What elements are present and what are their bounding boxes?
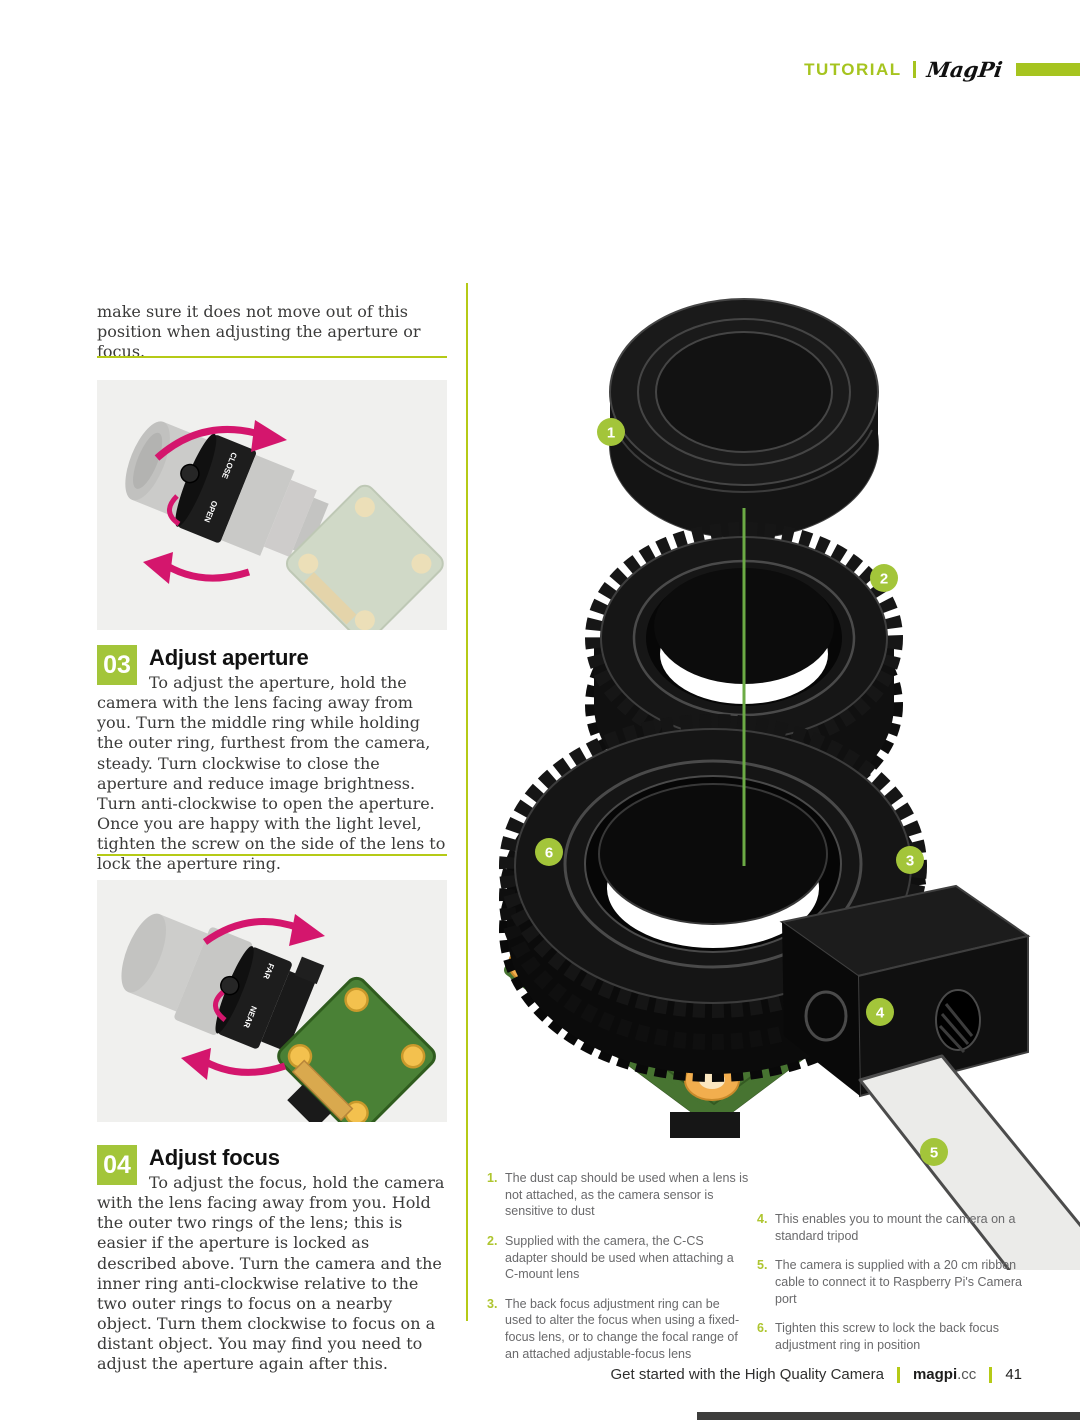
- annotation-number: 4.: [757, 1212, 768, 1226]
- dust-cap: [609, 298, 879, 539]
- section-rule: [97, 356, 447, 358]
- section-rule: [97, 854, 447, 856]
- footer-separator: [989, 1366, 993, 1383]
- annotation-text: Supplied with the camera, the C-CS adapt…: [505, 1233, 734, 1282]
- annotation-text: The camera is supplied with a 20 cm ribb…: [775, 1258, 1022, 1306]
- callout-1: 1: [607, 425, 615, 442]
- camera-pcb: [277, 976, 436, 1136]
- ribbon-cable: [858, 1054, 1080, 1270]
- annotation-number: 5.: [757, 1258, 768, 1273]
- camera-body: [499, 714, 1080, 1270]
- annotation-4: 4. This enables you to mount the camera …: [757, 1211, 1029, 1244]
- annotation-5: 5. The camera is supplied with a 20 cm r…: [757, 1257, 1029, 1307]
- step-number-badge: 03: [97, 645, 137, 685]
- aperture-illustration: CLOSE OPEN: [97, 380, 447, 643]
- callout-5: 5: [930, 1145, 938, 1162]
- faded-pcb: [285, 484, 444, 643]
- annotation-text: This enables you to mount the camera on …: [775, 1212, 1016, 1243]
- rotation-arrows: [143, 420, 287, 584]
- footer-site: magpi.cc: [913, 1366, 976, 1383]
- annotation-2: 2. Supplied with the camera, the C-CS ad…: [487, 1233, 749, 1283]
- page-header: TUTORIAL MagPi: [804, 57, 1080, 82]
- footer-site-tld: .cc: [957, 1366, 977, 1383]
- tutorial-label: TUTORIAL: [804, 59, 902, 79]
- aperture-figure: CLOSE OPEN: [97, 380, 447, 643]
- page-number: 41: [1005, 1366, 1022, 1383]
- column-divider: [466, 283, 468, 1321]
- annotation-number: 3.: [487, 1296, 498, 1311]
- section-adjust-aperture: 03 Adjust aperture To adjust the apertur…: [97, 645, 451, 875]
- callout-3: 3: [906, 853, 914, 870]
- exploded-camera-diagram: 1 2 3 4 5 6: [499, 298, 1080, 1270]
- footer-site-name: magpi: [912, 1366, 958, 1383]
- annotation-column-left: 1. The dust cap should be used when a le…: [487, 1170, 749, 1375]
- intro-paragraph: make sure it does not move out of this p…: [97, 302, 421, 362]
- callout-2: 2: [880, 571, 888, 588]
- section-adjust-focus: 04 Adjust focus To adjust the focus, hol…: [97, 1145, 451, 1375]
- annotation-6: 6. Tighten this screw to lock the back f…: [757, 1320, 1029, 1353]
- focus-figure: FAR NEAR: [97, 880, 447, 1136]
- section-title: Adjust focus: [149, 1145, 280, 1170]
- step-number-badge: 04: [97, 1145, 137, 1185]
- focus-illustration: FAR NEAR: [97, 880, 447, 1136]
- focus-ring-knob: [220, 975, 240, 996]
- page-footer: Get started with the High Quality Camera…: [611, 1366, 1023, 1383]
- annotation-text: The dust cap should be used when a lens …: [505, 1171, 749, 1219]
- annotation-number: 2.: [487, 1233, 498, 1248]
- annotation-number: 1.: [487, 1171, 498, 1185]
- rotation-arrows: [181, 914, 325, 1080]
- callout-6: 6: [545, 845, 553, 862]
- header-accent-bar: [1016, 63, 1080, 76]
- annotation-text: The back focus adjustment ring can be us…: [505, 1296, 740, 1361]
- magpi-logo: MagPi: [924, 57, 1004, 82]
- annotation-3: 3. The back focus adjustment ring can be…: [487, 1296, 749, 1363]
- pcb-connector: [670, 1112, 740, 1138]
- tripod-mount-block: [779, 884, 1031, 1098]
- section-body: To adjust the focus, hold the camera wit…: [97, 1173, 445, 1374]
- annotation-1: 1. The dust cap should be used when a le…: [487, 1170, 749, 1220]
- annotation-column-right: 4. This enables you to mount the camera …: [757, 1211, 1029, 1366]
- section-title: Adjust aperture: [149, 645, 309, 670]
- header-separator: [912, 61, 916, 78]
- aperture-lock-screw: [180, 463, 200, 484]
- footer-title: Get started with the High Quality Camera: [610, 1366, 884, 1383]
- page-edge-bar: [697, 1412, 1080, 1420]
- section-body: To adjust the aperture, hold the camera …: [97, 673, 446, 874]
- annotation-number: 6.: [757, 1321, 768, 1336]
- callout-badges: 1 2 3 4 5 6: [535, 418, 948, 1166]
- footer-separator: [896, 1366, 900, 1383]
- callout-4: 4: [876, 1005, 885, 1022]
- annotation-text: Tighten this screw to lock the back focu…: [775, 1321, 999, 1352]
